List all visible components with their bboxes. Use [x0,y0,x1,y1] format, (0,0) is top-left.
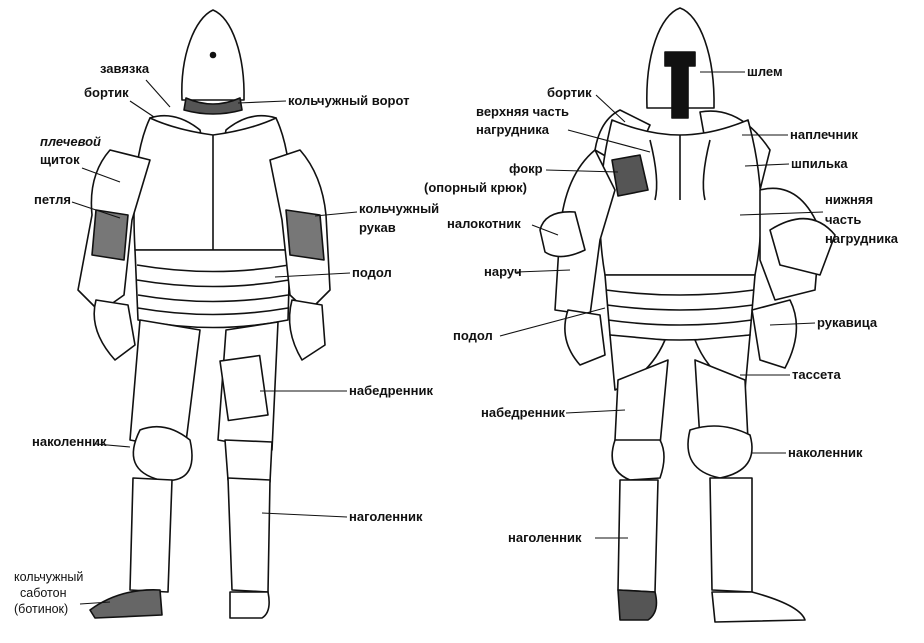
label-front-breastplate-upper-2: нагрудника [476,122,550,137]
back-greave-left [129,477,173,593]
label-front-pin: шпилька [791,156,848,171]
front-greave-right [709,477,753,593]
front-couter-right [769,217,836,276]
label-front-breastplate-lower-1: нижняя [825,192,874,207]
label-front-lance-rest-1: фокр [509,161,543,176]
back-sabaton-right [229,591,270,619]
label-back-sabaton-2: саботон [20,586,67,600]
back-greave-right [227,477,271,593]
label-back-sabaton-3: (ботинок) [14,602,69,616]
front-gauntlet-right [751,299,798,369]
back-skirt [134,249,291,329]
label-back-knee: наколенник [32,434,107,449]
label-front-cuisse: набедренник [481,405,565,420]
back-knee-left [132,425,193,482]
front-arm-left [554,149,616,316]
label-back-tie: завязка [100,61,150,76]
label-back-mail-sleeve-2: рукав [359,220,396,235]
back-mail-sleeve-left [91,209,129,261]
label-back-greave: наголенник [349,509,423,524]
front-lance-rest [611,154,649,197]
front-knee-right [687,425,753,479]
label-front-greave: наголенник [508,530,582,545]
label-front-skirt: подол [453,328,493,343]
back-mail-sleeve-right [285,209,325,261]
label-front-helmet: шлем [747,64,783,79]
back-figure [77,9,331,619]
label-back-sabaton-1: кольчужный [14,570,84,584]
label-front-gauntlet: рукавица [817,315,878,330]
front-couter-left [539,211,586,258]
label-front-rim: бортик [547,85,592,100]
label-front-couter: налокотник [447,216,521,231]
front-knee-left [611,439,665,481]
front-gauntlet-left [564,309,606,366]
label-back-loop: петля [34,192,71,207]
label-back-mail-sleeve-1: кольчужный [359,201,440,216]
label-front-breastplate-lower-3: нагрудника [825,231,899,246]
label-back-cuisse: набедренник [349,383,433,398]
label-back-shoulder-guard-1: плечевой [40,134,101,149]
front-figure [539,7,836,623]
label-front-pauldron: наплечник [790,127,858,142]
front-greave-left [617,479,659,593]
back-mail-collar [183,97,243,115]
label-front-lance-rest-2: (опорный крюк) [424,180,527,195]
label-front-breastplate-upper-1: верхняя часть [476,104,570,119]
label-back-shoulder-guard-2: щиток [40,152,80,167]
label-front-knee: наколенник [788,445,863,460]
label-front-breastplate-lower-2: часть [825,212,862,227]
back-sabaton-left [89,589,163,619]
label-back-mail-collar: кольчужный ворот [288,93,410,108]
front-visor-slit [664,51,696,119]
back-knee-right [224,439,273,483]
label-front-tasset: тассета [792,367,841,382]
label-back-skirt: подол [352,265,392,280]
back-gauntlet-right [288,299,326,361]
label-front-vambrace: наруч [484,264,522,279]
front-sabaton-right [711,591,806,623]
front-sabaton-left [617,589,658,621]
label-back-rim: бортик [84,85,129,100]
back-gauntlet-left [93,299,136,361]
